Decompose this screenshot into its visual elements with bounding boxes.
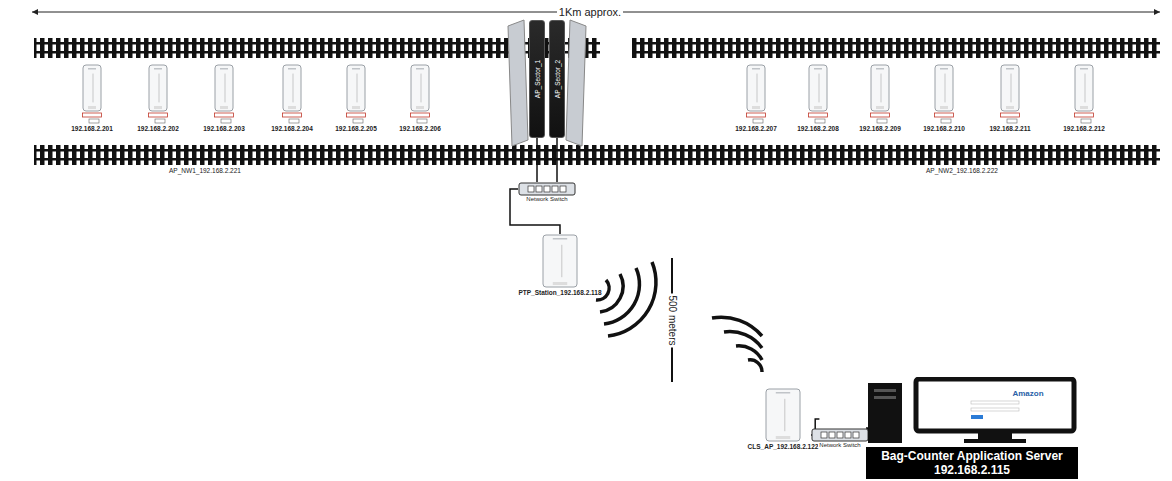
node-text: 192.168.2.201 [70,125,114,132]
text-label: 500 meters [667,293,678,347]
network-switch: Network Switch [811,428,869,448]
network-cable [536,138,538,182]
sensor-device: 192.168.2.206 [398,64,442,132]
node-text: 192.168.2.202 [136,125,180,132]
node-text: 192.168.2.115 [870,463,1074,477]
network-cable [556,138,558,182]
node-text: CLS_AP_192.168.2.122 [747,443,820,450]
network-switch: Network Switch [518,182,576,202]
railway-track [632,38,1160,58]
device-icon [765,388,801,442]
sensor-device: 192.168.2.205 [334,64,378,132]
sensor-device: 192.168.2.203 [202,64,246,132]
device-icon [410,64,430,124]
device-icon [870,64,890,124]
device-icon [934,64,954,124]
sensor-device: 192.168.2.211 [988,64,1031,132]
node-text: PTP_Station_192.168.2.118 [517,289,602,296]
node-text: 192.168.2.207 [734,125,778,132]
node-text: Network Switch [818,442,861,448]
sensor-device: 192.168.2.212 [1062,64,1106,132]
sector-antenna: AP_Sector_1 [529,20,545,138]
node-text: Bag-Counter Application Server [870,449,1074,463]
node-text: 192.168.2.204 [270,125,314,132]
node-text: 192.168.2.210 [922,125,966,132]
wireless-waves [596,262,762,372]
node-text: 192.168.2.211 [988,125,1031,132]
sensor-device: 192.168.2.201 [70,64,114,132]
sensor-device: 192.168.2.208 [796,64,840,132]
radio-device: PTP_Station_192.168.2.118 [517,234,602,296]
node-text: 192.168.2.209 [858,125,902,132]
device-icon [346,64,366,124]
railway-track [34,145,1160,165]
sensor-device: 192.168.2.209 [858,64,902,132]
text-label: Amazon [1010,389,1045,398]
sector-panel [508,20,528,146]
device-icon [82,64,102,124]
application-server: Bag-Counter Application Server192.168.2.… [866,377,1078,479]
node-text: 192.168.2.208 [796,125,840,132]
device-icon [148,64,168,124]
device-icon [282,64,302,124]
device-icon [808,64,828,124]
sensor-device: 192.168.2.210 [922,64,966,132]
node-text: 192.168.2.206 [398,125,442,132]
node-text: AP_Sector_2 [554,60,561,98]
device-icon [1000,64,1020,124]
switch-icon [518,182,576,196]
node-text: AP_Sector_1 [534,60,541,98]
caption-band: Bag-Counter Application Server192.168.2.… [866,447,1078,479]
text-label: AP_NW1_192.168.2.221 [167,167,243,174]
server-computer-icon [866,377,1078,443]
device-icon [542,234,578,288]
device-icon [1074,64,1094,124]
device-icon [746,64,766,124]
text-label: 1Km approx. [557,6,623,18]
radio-device: CLS_AP_192.168.2.122 [747,388,820,450]
sensor-device: 192.168.2.207 [734,64,778,132]
node-text: 192.168.2.203 [202,125,246,132]
sector-antenna: AP_Sector_2 [549,20,565,138]
switch-icon [811,428,869,442]
sector-panel [566,20,586,146]
node-text: Network Switch [525,196,568,202]
sensor-device: 192.168.2.204 [270,64,314,132]
node-text: 192.168.2.212 [1062,125,1106,132]
device-icon [214,64,234,124]
text-label: AP_NW2_192.168.2.222 [924,167,1000,174]
node-text: 192.168.2.205 [334,125,378,132]
sensor-device: 192.168.2.202 [136,64,180,132]
